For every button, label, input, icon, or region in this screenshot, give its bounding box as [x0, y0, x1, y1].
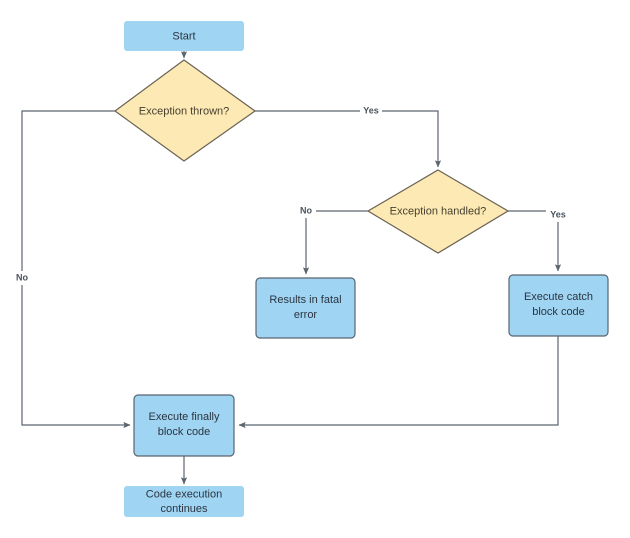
node-finally-label-line1: Execute finally: [149, 411, 220, 423]
edge-label-backing-no-left: [12, 271, 32, 285]
edge-catch-to-finally: [238, 336, 559, 429]
node-catch-label-line2: block code: [532, 306, 585, 318]
node-start-label: Start: [172, 30, 195, 42]
edge-label-no-left: No: [16, 272, 28, 282]
node-finally-label-line2: block code: [158, 426, 211, 438]
node-exception-handled-label: Exception handled?: [390, 205, 487, 217]
node-exception-thrown-shape[interactable]: [113, 59, 257, 162]
edge-label-backing-yes-right: [546, 208, 570, 222]
edge-line-handled-no: [302, 210, 368, 275]
node-exception-handled-shape[interactable]: [366, 169, 510, 254]
node-exception-handled-decision[interactable]: Exception handled?: [366, 169, 510, 254]
node-continues-label-line1: Code execution: [146, 488, 222, 500]
node-exception-thrown-decision[interactable]: Exception thrown?: [113, 59, 257, 162]
edge-handled-yes-to-catch: Yes: [508, 208, 570, 272]
edge-line-thrown-no: [21, 110, 131, 429]
node-fatal-label-line1: Results in fatal: [269, 294, 341, 306]
node-catch-label-line1: Execute catch: [524, 291, 593, 303]
node-fatal-label-line2: error: [294, 309, 318, 321]
edge-thrown-no-to-finally: No: [12, 110, 131, 429]
node-fatal-shape[interactable]: [255, 277, 356, 339]
node-execute-catch-block[interactable]: Execute catch block code: [508, 274, 609, 337]
edge-label-backing-no-mid: [296, 204, 316, 218]
node-continues-label-line2: continues: [160, 503, 208, 515]
edge-line-thrown-yes: [255, 110, 442, 168]
edge-label-yes-right: Yes: [550, 209, 566, 219]
edge-label-backing-yes-top: [360, 103, 382, 117]
edge-label-no-mid: No: [300, 205, 312, 215]
node-catch-shape[interactable]: [508, 274, 609, 337]
edge-handled-no-to-fatal: No: [296, 204, 368, 275]
node-code-execution-continues[interactable]: Code execution continues: [124, 486, 244, 517]
node-continues-shape[interactable]: [124, 486, 244, 517]
node-exception-thrown-label: Exception thrown?: [139, 105, 230, 117]
node-execute-finally-block[interactable]: Execute finally block code: [133, 394, 235, 457]
node-start[interactable]: Start: [124, 21, 244, 51]
node-finally-shape[interactable]: [133, 394, 235, 457]
node-results-in-fatal-error[interactable]: Results in fatal error: [255, 277, 356, 339]
edge-label-yes-top: Yes: [363, 105, 379, 115]
node-start-shape[interactable]: [124, 21, 244, 51]
edge-thrown-yes-to-handled: Yes: [255, 103, 442, 168]
edge-line-catch-to-finally: [238, 336, 559, 429]
